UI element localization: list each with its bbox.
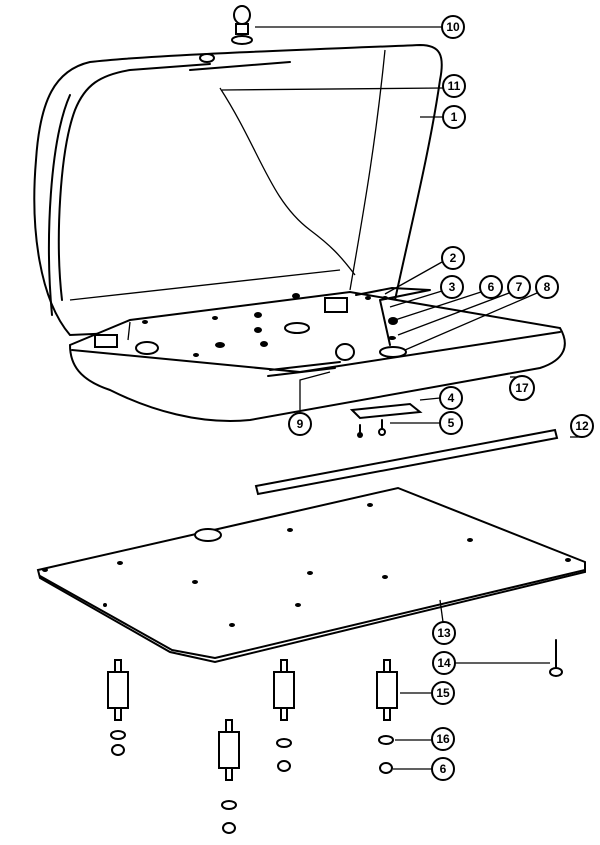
svg-text:10: 10: [446, 20, 460, 34]
svg-text:15: 15: [436, 686, 450, 700]
mounting-plate: [36, 486, 586, 664]
callout-17: 17: [509, 375, 535, 401]
rod-part-12: [254, 428, 559, 496]
svg-text:3: 3: [449, 280, 456, 294]
callout-13: 13: [432, 621, 456, 645]
screw-part-14: [549, 639, 563, 677]
svg-text:4: 4: [448, 391, 455, 405]
callout-1: 1: [442, 105, 466, 129]
svg-text:13: 13: [437, 626, 451, 640]
cover-lid: [33, 43, 443, 337]
callout-14: 14: [432, 651, 456, 675]
callout-7: 7: [507, 275, 531, 299]
svg-text:2: 2: [450, 251, 457, 265]
leader-lines: [221, 26, 582, 770]
washer-part-16: [378, 735, 394, 745]
lock-key: [199, 5, 253, 63]
svg-text:1: 1: [451, 110, 458, 124]
svg-text:14: 14: [437, 656, 451, 670]
svg-text:8: 8: [544, 280, 551, 294]
svg-text:11: 11: [448, 79, 461, 93]
svg-text:16: 16: [436, 732, 450, 746]
callout-2: 2: [441, 246, 465, 270]
svg-text:6: 6: [440, 762, 447, 776]
callout-6-top: 6: [479, 275, 503, 299]
callout-5: 5: [439, 411, 463, 435]
plate-part-4: [349, 402, 423, 420]
svg-text:9: 9: [297, 417, 304, 431]
callout-10: 10: [441, 15, 465, 39]
svg-text:12: 12: [575, 419, 589, 433]
callout-12: 12: [570, 414, 594, 438]
callout-9: 9: [288, 412, 312, 436]
svg-text:17: 17: [515, 381, 529, 395]
base-tray: [68, 287, 566, 422]
callout-3: 3: [440, 275, 464, 299]
svg-text:5: 5: [448, 416, 455, 430]
callout-4: 4: [439, 386, 463, 410]
screws-part-5: [357, 419, 386, 438]
svg-text:6: 6: [488, 280, 495, 294]
callout-16: 16: [431, 727, 455, 751]
nut-part-6: [379, 762, 393, 774]
callout-15: 15: [431, 681, 455, 705]
callout-11: 11: [442, 74, 466, 98]
callout-6-bottom: 6: [431, 757, 455, 781]
svg-text:7: 7: [516, 280, 523, 294]
standoffs-part-15: [107, 659, 398, 834]
callout-8: 8: [535, 275, 559, 299]
